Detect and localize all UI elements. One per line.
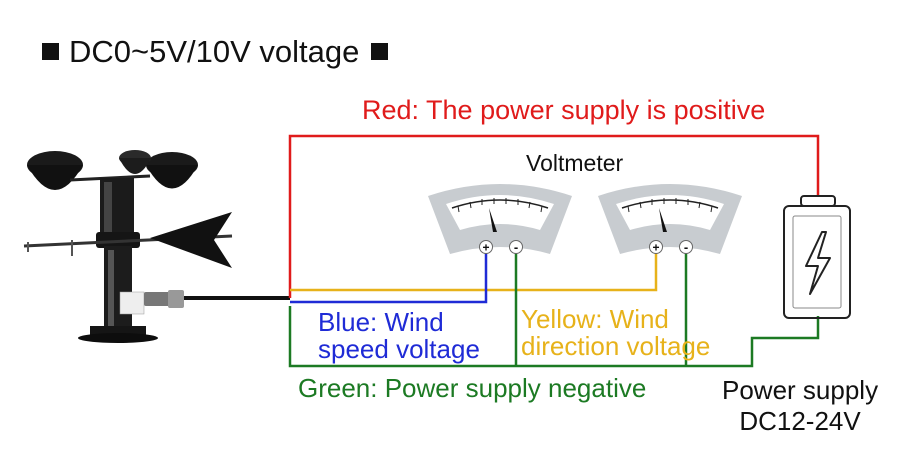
voltmeter-label: Voltmeter — [526, 150, 624, 176]
meter1-plus-terminal: + — [482, 241, 489, 255]
meter2-minus-terminal: - — [684, 240, 688, 255]
red-wire-label: Red: The power supply is positive — [362, 95, 766, 125]
red-wire — [288, 134, 820, 298]
power-supply-line1: Power supply — [722, 375, 879, 405]
lightning-icon — [805, 231, 831, 295]
title-text: DC0~5V/10V voltage — [69, 34, 360, 69]
blue-label-line2: speed voltage — [318, 334, 480, 365]
blue-wire — [290, 248, 488, 304]
voltmeter-icon — [428, 184, 572, 254]
yellow-label-line1: Yellow: Wind — [521, 304, 669, 334]
yellow-wire-label: Yellow: Wind direction voltage — [521, 304, 711, 362]
blue-label-line1: Blue: Wind — [318, 307, 444, 337]
page-title: DC0~5V/10V voltage — [36, 36, 398, 67]
power-supply-line2: DC12-24V — [739, 406, 861, 437]
meter1-minus-terminal: - — [514, 240, 518, 255]
voltmeter-icon — [598, 184, 742, 254]
meter2-plus-terminal: + — [652, 241, 659, 255]
square-bullet-icon — [42, 43, 59, 61]
yellow-label-line2: direction voltage — [521, 331, 711, 362]
blue-wire-label: Blue: Wind speed voltage — [318, 307, 480, 365]
yellow-wire — [290, 248, 658, 292]
anemometer-icon — [23, 150, 290, 343]
battery-icon — [783, 195, 851, 319]
green-wire — [288, 306, 820, 368]
square-bullet-icon — [371, 43, 389, 61]
power-supply-label: Power supply DC12-24V — [722, 375, 878, 437]
green-wire-label: Green: Power supply negative — [298, 373, 647, 403]
